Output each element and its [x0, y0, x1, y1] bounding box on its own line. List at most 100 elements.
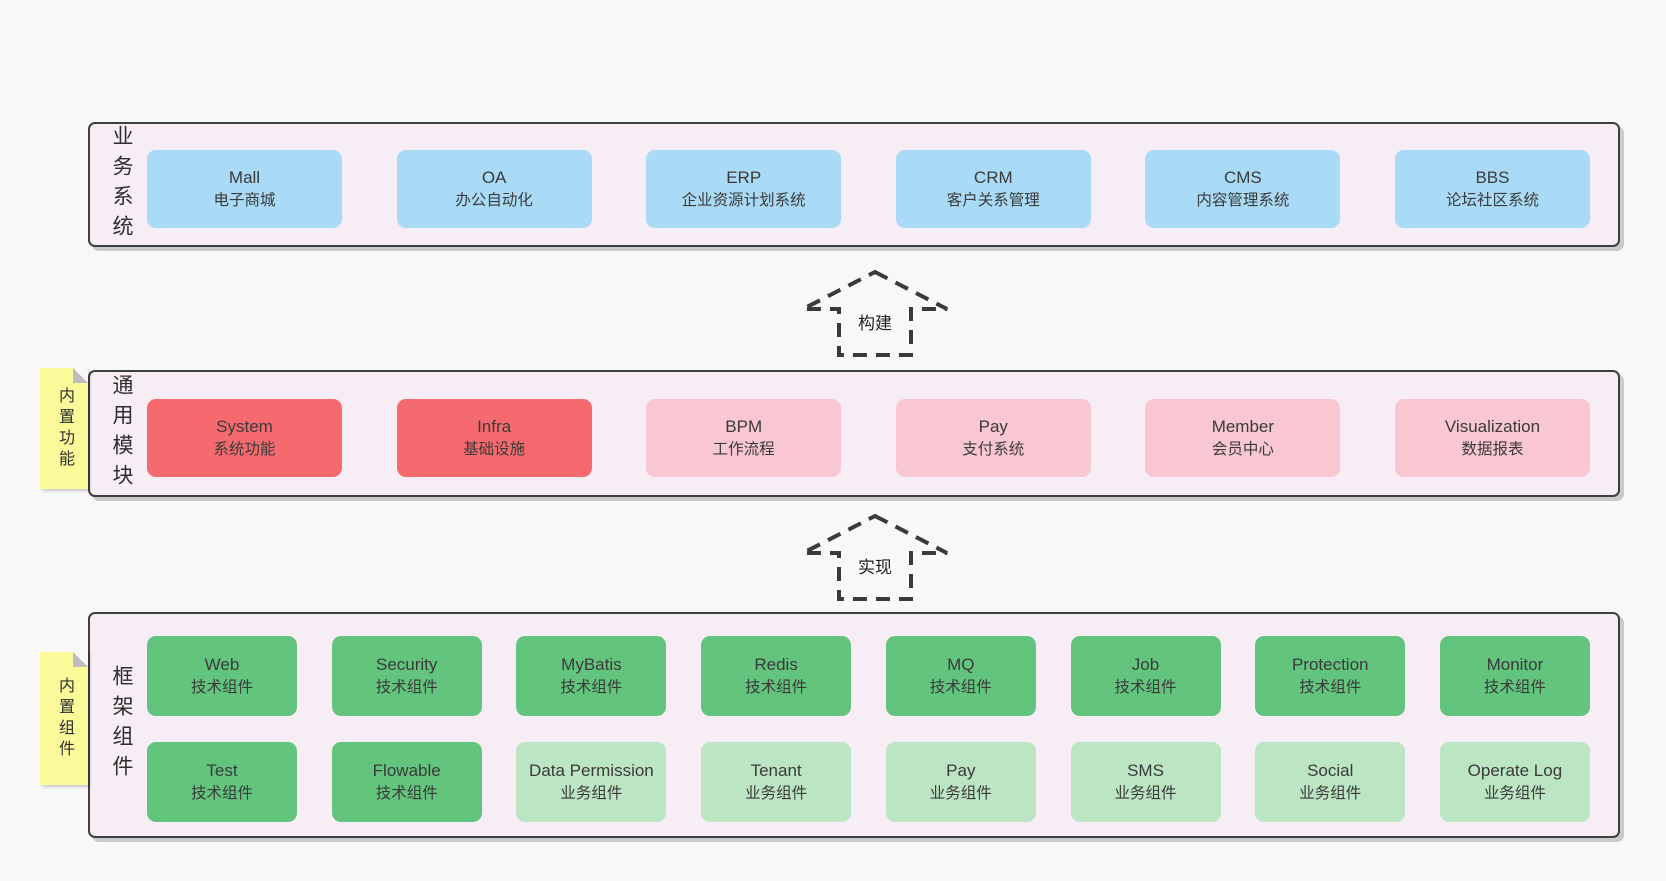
box-job: Job 技术组件 [1070, 636, 1221, 716]
box-title: Test [206, 760, 238, 780]
box-pay-module: Pay 支付系统 [895, 399, 1091, 477]
sticky-note-text: 内置功能 [56, 386, 73, 471]
box-subtitle: 企业资源计划系统 [681, 192, 806, 210]
box-subtitle: 业务组件 [1299, 785, 1362, 803]
box-subtitle: 技术组件 [745, 679, 808, 697]
box-title: SMS [1127, 760, 1164, 780]
box-title: Security [375, 654, 438, 674]
sticky-note-builtin-features: 内置功能 [40, 368, 88, 489]
framework-components-row-1: Web 技术组件 Security 技术组件 MyBatis 技术组件 Redi… [147, 636, 1590, 716]
box-subtitle: 支付系统 [962, 441, 1025, 459]
box-title: Pay [946, 760, 976, 780]
sticky-note-text: 内置组件 [56, 676, 73, 761]
box-subtitle: 业务组件 [929, 785, 992, 803]
box-subtitle: 业务组件 [560, 785, 623, 803]
box-title: ERP [726, 167, 762, 187]
box-social: Social 业务组件 [1255, 742, 1406, 822]
box-subtitle: 数据报表 [1461, 441, 1524, 459]
implement-arrow-label: 实现 [854, 552, 896, 579]
box-title: Redis [754, 654, 798, 674]
box-subtitle: 论坛社区系统 [1445, 192, 1539, 210]
box-subtitle: 会员中心 [1211, 441, 1274, 459]
box-subtitle: 办公自动化 [455, 192, 533, 210]
box-subtitle: 技术组件 [190, 785, 253, 803]
box-title: Protection [1291, 654, 1369, 674]
box-infra: Infra 基础设施 [396, 399, 592, 477]
box-subtitle: 基础设施 [463, 441, 526, 459]
box-operate-log: Operate Log 业务组件 [1439, 742, 1590, 822]
box-title: Web [204, 654, 240, 674]
box-mq: MQ 技术组件 [885, 636, 1036, 716]
box-subtitle: 技术组件 [1114, 679, 1177, 697]
box-subtitle: 电子商城 [213, 192, 276, 210]
box-bpm: BPM 工作流程 [646, 399, 842, 477]
box-title: CRM [973, 167, 1013, 187]
box-title: CMS [1223, 167, 1262, 187]
box-title: Visualization [1444, 416, 1541, 436]
box-redis: Redis 技术组件 [701, 636, 852, 716]
box-bbs: BBS 论坛社区系统 [1394, 150, 1590, 228]
box-protection: Protection 技术组件 [1255, 636, 1406, 716]
framework-components-row-2: Test 技术组件 Flowable 技术组件 Data Permission … [147, 742, 1590, 822]
common-modules-label: 通用模块 [110, 373, 133, 494]
framework-components-label: 框架组件 [110, 665, 133, 785]
box-title: MyBatis [561, 654, 622, 674]
implement-arrow-icon: 实现 [800, 512, 950, 602]
box-title: OA [481, 167, 507, 187]
box-erp: ERP 企业资源计划系统 [646, 150, 842, 228]
box-title: BBS [1475, 167, 1510, 187]
box-pay-component: Pay 业务组件 [885, 742, 1036, 822]
box-subtitle: 业务组件 [1114, 785, 1177, 803]
build-arrow-label: 构建 [854, 308, 896, 335]
box-subtitle: 内容管理系统 [1196, 192, 1290, 210]
box-mall: Mall 电子商城 [147, 150, 342, 228]
business-systems-label: 业务系统 [110, 124, 133, 245]
box-system: System 系统功能 [147, 399, 342, 477]
box-title: Pay [978, 416, 1008, 436]
box-subtitle: 业务组件 [1483, 785, 1546, 803]
box-title: Monitor [1486, 654, 1544, 674]
box-visualization: Visualization 数据报表 [1394, 399, 1590, 477]
box-subtitle: 工作流程 [712, 441, 775, 459]
common-modules-row: System 系统功能 Infra 基础设施 BPM 工作流程 Pay 支付系统… [147, 399, 1590, 477]
business-systems-panel: 业务系统 Mall 电子商城 OA 办公自动化 ERP 企业资源计划系统 CRM… [88, 122, 1620, 247]
box-monitor: Monitor 技术组件 [1439, 636, 1590, 716]
box-title: Member [1211, 416, 1275, 436]
box-subtitle: 业务组件 [745, 785, 808, 803]
box-subtitle: 技术组件 [190, 679, 253, 697]
box-oa: OA 办公自动化 [396, 150, 592, 228]
box-title: Social [1307, 760, 1354, 780]
sticky-note-builtin-components: 内置组件 [40, 652, 88, 785]
box-cms: CMS 内容管理系统 [1145, 150, 1341, 228]
box-subtitle: 技术组件 [560, 679, 623, 697]
box-title: Data Permission [529, 760, 654, 780]
box-test: Test 技术组件 [147, 742, 297, 822]
box-title: System [216, 416, 273, 436]
business-systems-row: Mall 电子商城 OA 办公自动化 ERP 企业资源计划系统 CRM 客户关系… [147, 150, 1590, 228]
box-tenant: Tenant 业务组件 [701, 742, 852, 822]
build-arrow-icon: 构建 [800, 268, 950, 358]
box-data-permission: Data Permission 业务组件 [516, 742, 667, 822]
box-title: Mall [228, 167, 261, 187]
box-title: Operate Log [1467, 760, 1563, 780]
box-title: MQ [947, 654, 975, 674]
box-subtitle: 技术组件 [929, 679, 992, 697]
box-subtitle: 技术组件 [375, 785, 438, 803]
box-subtitle: 技术组件 [1299, 679, 1362, 697]
common-modules-panel: 通用模块 System 系统功能 Infra 基础设施 BPM 工作流程 Pay… [88, 370, 1620, 497]
box-subtitle: 客户关系管理 [946, 192, 1040, 210]
box-title: Infra [477, 416, 512, 436]
box-member: Member 会员中心 [1145, 399, 1341, 477]
box-title: BPM [725, 416, 763, 436]
box-flowable: Flowable 技术组件 [331, 742, 482, 822]
box-title: Flowable [372, 760, 441, 780]
box-security: Security 技术组件 [331, 636, 482, 716]
framework-components-panel: 框架组件 Web 技术组件 Security 技术组件 MyBatis 技术组件… [88, 612, 1620, 838]
box-subtitle: 系统功能 [213, 441, 276, 459]
box-mybatis: MyBatis 技术组件 [516, 636, 667, 716]
box-title: Job [1131, 654, 1160, 674]
box-sms: SMS 业务组件 [1070, 742, 1221, 822]
box-title: Tenant [750, 760, 802, 780]
box-web: Web 技术组件 [147, 636, 297, 716]
